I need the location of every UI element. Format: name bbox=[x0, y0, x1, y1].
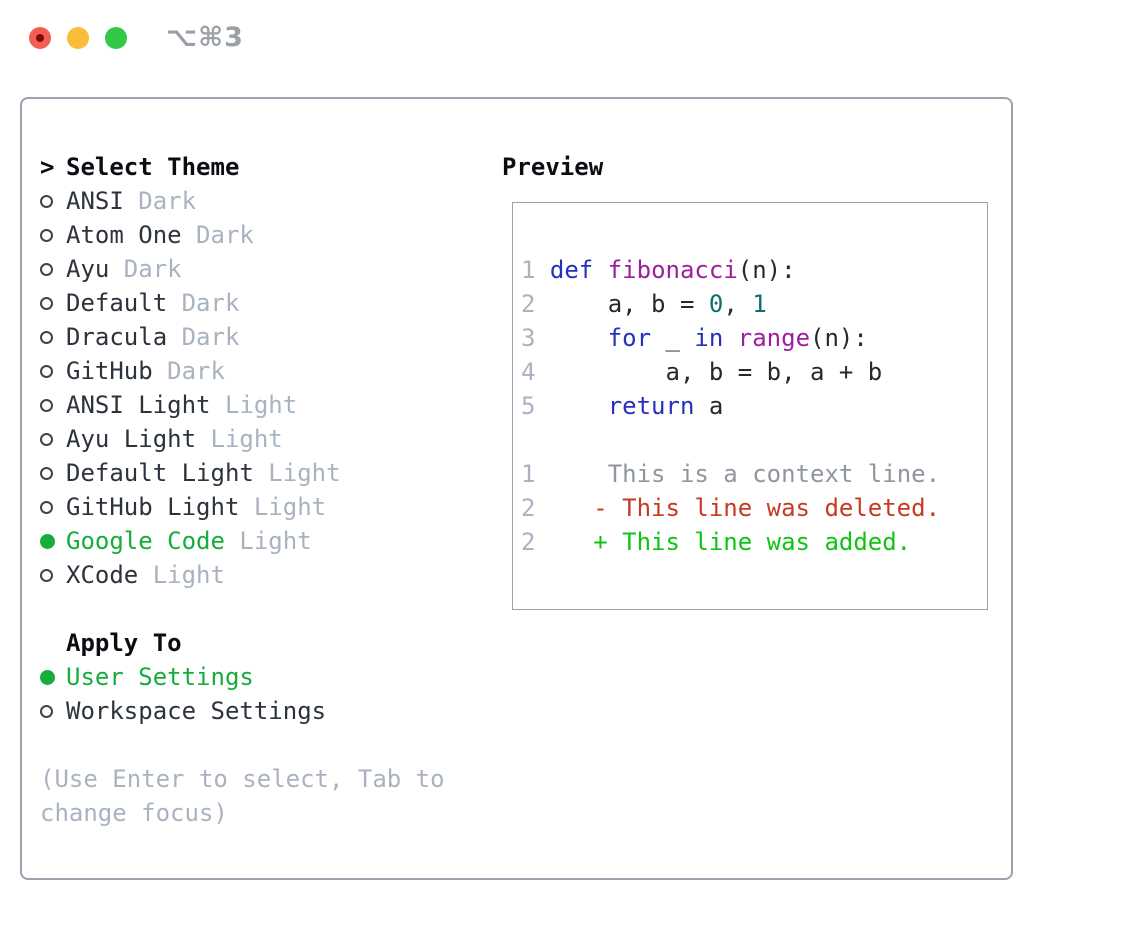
option-variant-tag: Dark bbox=[109, 255, 182, 283]
option-label: GitHub bbox=[66, 357, 153, 385]
option-label: Atom One bbox=[66, 221, 182, 249]
added-line: 2 + This line was added. bbox=[521, 528, 912, 556]
option-label: XCode bbox=[66, 561, 139, 589]
radio-icon bbox=[40, 398, 53, 412]
option-label: Ayu bbox=[66, 255, 110, 283]
theme-option[interactable]: Default Dark bbox=[40, 286, 490, 320]
code-line: 5 return a bbox=[521, 392, 724, 420]
radio-icon bbox=[40, 262, 53, 276]
theme-option[interactable]: Atom One Dark bbox=[40, 218, 490, 252]
context-line: 1 This is a context line. bbox=[521, 460, 941, 488]
theme-option[interactable]: Ayu Light Light bbox=[40, 422, 490, 456]
option-variant-tag: Dark bbox=[123, 187, 197, 215]
theme-option[interactable]: XCode Light bbox=[40, 558, 490, 592]
option-variant-tag: Light bbox=[253, 459, 341, 487]
theme-option[interactable]: GitHub Light Light bbox=[40, 490, 490, 524]
zoom-button[interactable] bbox=[105, 27, 127, 49]
caret-icon: > bbox=[40, 153, 55, 181]
traffic-lights bbox=[29, 27, 127, 49]
select-theme-heading-label: Select Theme bbox=[66, 153, 240, 181]
code-line: 1 def fibonacci(n): bbox=[521, 256, 796, 284]
select-theme-heading: > Select Theme bbox=[40, 150, 490, 184]
radio-icon bbox=[40, 194, 53, 208]
option-label: User Settings bbox=[66, 663, 254, 691]
radio-selected-icon bbox=[40, 533, 55, 549]
minimize-button[interactable] bbox=[67, 27, 89, 49]
option-label: GitHub Light bbox=[66, 493, 240, 521]
blank-line bbox=[521, 423, 940, 457]
radio-icon bbox=[40, 330, 53, 344]
option-label: ANSI Light bbox=[66, 391, 211, 419]
preview-heading: Preview bbox=[502, 153, 604, 181]
apply-to-option[interactable]: Workspace Settings bbox=[40, 694, 490, 728]
option-label: Google Code bbox=[66, 527, 225, 555]
apply-to-option[interactable]: User Settings bbox=[40, 660, 490, 694]
radio-selected-icon bbox=[40, 669, 55, 685]
option-label: Ayu Light bbox=[66, 425, 197, 453]
option-label: Default bbox=[66, 289, 168, 317]
radio-icon bbox=[40, 500, 53, 514]
radio-icon bbox=[40, 296, 53, 310]
option-variant-tag: Dark bbox=[167, 289, 240, 317]
radio-icon bbox=[40, 568, 53, 582]
code-line: 4 a, b = b, a + b bbox=[521, 358, 883, 386]
radio-icon bbox=[40, 466, 53, 480]
hint-text-line-1: (Use Enter to select, Tab to bbox=[40, 765, 445, 793]
keyboard-shortcut-label: ⌥⌘3 bbox=[166, 22, 244, 53]
deleted-line: 2 - This line was deleted. bbox=[521, 494, 941, 522]
code-line: 2 a, b = 0, 1 bbox=[521, 290, 767, 318]
radio-icon bbox=[40, 228, 53, 242]
option-variant-tag: Light bbox=[210, 391, 298, 419]
theme-option[interactable]: ANSI Light Light bbox=[40, 388, 490, 422]
option-variant-tag: Light bbox=[138, 561, 225, 589]
theme-option[interactable]: Google Code Light bbox=[40, 524, 490, 558]
close-button[interactable] bbox=[29, 27, 51, 49]
hint-text-line-2: change focus) bbox=[40, 799, 228, 827]
radio-icon bbox=[40, 432, 53, 446]
radio-icon bbox=[40, 704, 53, 718]
unsaved-indicator-dot bbox=[36, 34, 44, 42]
option-label: Default Light bbox=[66, 459, 254, 487]
theme-option[interactable]: Dracula Dark bbox=[40, 320, 490, 354]
theme-option[interactable]: GitHub Dark bbox=[40, 354, 490, 388]
theme-option[interactable]: Default Light Light bbox=[40, 456, 490, 490]
spacer bbox=[40, 728, 490, 762]
code-block: 1 def fibonacci(n): 2 a, b = 0, 1 3 for _ … bbox=[521, 253, 940, 559]
option-variant-tag: Light bbox=[224, 527, 312, 555]
option-variant-tag: Light bbox=[239, 493, 327, 521]
theme-option[interactable]: ANSI Dark bbox=[40, 184, 490, 218]
option-label: Workspace Settings bbox=[66, 697, 327, 725]
option-variant-tag: Dark bbox=[181, 221, 254, 249]
code-line: 3 for _ in range(n): bbox=[521, 324, 868, 352]
option-variant-tag: Light bbox=[196, 425, 283, 453]
preview-pane: 1 def fibonacci(n): 2 a, b = 0, 1 3 for _ … bbox=[512, 202, 988, 610]
theme-option[interactable]: Ayu Dark bbox=[40, 252, 490, 286]
radio-icon bbox=[40, 364, 53, 378]
option-label: ANSI bbox=[66, 187, 124, 215]
option-variant-tag: Dark bbox=[167, 323, 240, 351]
apply-to-heading-label: Apply To bbox=[66, 629, 182, 657]
option-variant-tag: Dark bbox=[152, 357, 225, 385]
spacer bbox=[40, 592, 490, 626]
option-label: Dracula bbox=[66, 323, 168, 351]
apply-to-heading: Apply To bbox=[40, 626, 490, 660]
